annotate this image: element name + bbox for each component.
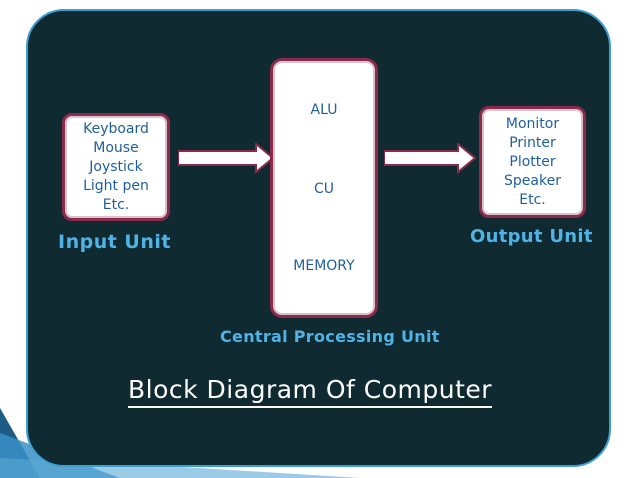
cpu-label: Central Processing Unit <box>220 327 440 346</box>
diagram-title: Block Diagram Of Computer <box>128 374 493 408</box>
output-device: Monitor <box>505 115 560 132</box>
cpu-component-memory: MEMORY <box>293 258 355 274</box>
output-unit-box: Monitor Printer Plotter Speaker Etc. <box>479 106 586 218</box>
output-device: Etc. <box>519 191 546 208</box>
input-device: Mouse <box>93 139 139 156</box>
input-device: Keyboard <box>83 120 149 137</box>
input-to-cpu-arrow <box>178 143 274 173</box>
cpu-component-cu: CU <box>313 181 335 197</box>
output-device: Speaker <box>504 172 561 189</box>
output-unit-label: Output Unit <box>470 226 593 247</box>
input-unit-label: Input Unit <box>58 231 171 253</box>
input-device: Etc. <box>102 196 130 213</box>
output-device: Printer <box>509 134 556 151</box>
output-device: Plotter <box>509 153 556 170</box>
input-device: Joystick <box>89 158 143 175</box>
cpu-component-alu: ALU <box>310 102 338 118</box>
input-unit-box: Keyboard Mouse Joystick Light pen Etc. <box>62 113 170 221</box>
input-device: Light pen <box>83 177 149 194</box>
cpu-to-output-arrow <box>384 143 476 173</box>
cpu-box: ALU CU MEMORY <box>270 58 378 318</box>
